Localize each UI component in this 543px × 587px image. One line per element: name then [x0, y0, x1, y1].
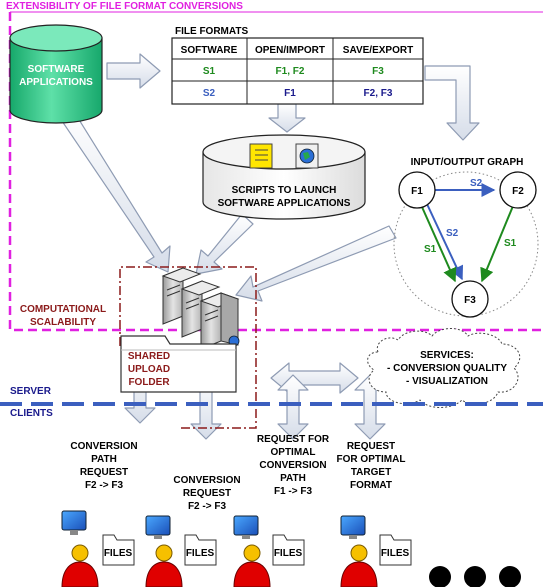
computer-user-icon — [61, 510, 99, 587]
client-4-line1: REQUEST — [347, 441, 395, 452]
client-workstation-3: FILES — [233, 515, 305, 587]
computer-user-icon — [145, 515, 183, 587]
arrow-graph-to-servers — [235, 225, 397, 302]
table-header-open: OPEN/IMPORT — [255, 45, 325, 56]
edge-label-f1-f2: S2 — [470, 178, 483, 189]
computational-line1: COMPUTATIONAL — [20, 304, 106, 315]
client-1-line4: F2 -> F3 — [85, 480, 124, 491]
software-applications-database: SOFTWARE APPLICATIONS — [9, 24, 103, 124]
clients-label: CLIENTS — [10, 408, 53, 419]
table-header-software: SOFTWARE — [181, 45, 238, 56]
edge-label-f1-f3-s2: S2 — [446, 228, 459, 239]
edge-label-f1-f3-s1: S1 — [424, 244, 437, 255]
client-1-line1: CONVERSION — [70, 441, 137, 452]
client-2-line1: CONVERSION — [173, 475, 240, 486]
more-clients-ellipsis — [429, 566, 521, 587]
client-workstation-4: FILES — [340, 515, 412, 587]
computer-user-icon — [340, 515, 378, 587]
node-f1 — [398, 171, 436, 209]
io-graph: INPUT/OUTPUT GRAPH S2 S2 S1 S1 F1 F2 F3 — [393, 157, 539, 318]
client-2-line3: F2 -> F3 — [188, 501, 227, 512]
files-label-3: FILES — [274, 548, 303, 559]
files-label-2: FILES — [186, 548, 215, 559]
services-line2: - CONVERSION QUALITY — [387, 363, 507, 374]
arrow-table-to-scripts — [268, 103, 306, 133]
script-scroll-icon — [249, 143, 273, 169]
globe-script-icon — [295, 143, 319, 169]
client-1-line3: REQUEST — [80, 467, 128, 478]
computer-user-icon — [233, 515, 271, 587]
computational-scalability-region: COMPUTATIONAL SCALABILITY — [20, 266, 257, 429]
files-folder-icon: FILES — [184, 534, 217, 566]
folder-line3: FOLDER — [128, 377, 170, 388]
node-f2 — [499, 171, 537, 209]
files-label-4: FILES — [381, 548, 410, 559]
services-cloud: SERVICES: - CONVERSION QUALITY - VISUALI… — [367, 328, 521, 408]
scripts-database: SCRIPTS TO LAUNCH SOFTWARE APPLICATIONS — [202, 134, 366, 220]
io-graph-title: INPUT/OUTPUT GRAPH — [411, 157, 524, 168]
software-db-line1: SOFTWARE — [28, 64, 85, 75]
server-cluster-icon — [161, 267, 240, 350]
scripts-db-line2: SOFTWARE APPLICATIONS — [218, 198, 351, 209]
client-3-line2: OPTIMAL — [271, 447, 316, 458]
node-f3-label: F3 — [464, 295, 476, 306]
client-workstation-1: FILES — [61, 510, 135, 587]
client-2-line2: REQUEST — [183, 488, 231, 499]
folder-line2: UPLOAD — [128, 364, 170, 375]
client-3-line1: REQUEST FOR — [257, 434, 330, 445]
computational-line2: SCALABILITY — [30, 317, 96, 328]
table-cell-s2-software: S2 — [203, 88, 216, 99]
client-request-2: CONVERSION REQUEST F2 -> F3 — [173, 475, 240, 512]
client-3-line3: CONVERSION — [259, 460, 326, 471]
server-label: SERVER — [10, 386, 52, 397]
table-cell-s1-open: F1, F2 — [276, 66, 305, 77]
arrow-client-3 — [277, 374, 309, 440]
server-client-divider: SERVER CLIENTS — [0, 386, 543, 419]
client-3-line4: PATH — [280, 473, 306, 484]
files-label-1: FILES — [104, 548, 133, 559]
client-request-3: REQUEST FOR OPTIMAL CONVERSION PATH F1 -… — [257, 434, 330, 497]
scripts-db-line1: SCRIPTS TO LAUNCH — [232, 185, 337, 196]
node-f1-label: F1 — [411, 186, 423, 197]
files-folder-icon: FILES — [379, 534, 412, 566]
arrow-software-to-servers — [61, 109, 171, 273]
services-line3: - VISUALIZATION — [406, 376, 488, 387]
extensibility-region: EXTENSIBILITY OF FILE FORMAT CONVERSIONS — [6, 1, 543, 332]
client-4-line4: FORMAT — [350, 480, 392, 491]
table-header-save: SAVE/EXPORT — [343, 45, 413, 56]
client-request-4: REQUEST FOR OPTIMAL TARGET FORMAT — [337, 441, 406, 491]
table-cell-s2-save: F2, F3 — [364, 88, 393, 99]
table-cell-s2-open: F1 — [284, 88, 296, 99]
arrow-software-to-table — [106, 53, 161, 89]
arrow-table-to-graph — [424, 65, 480, 141]
services-line1: SERVICES: — [420, 350, 474, 361]
node-f2-label: F2 — [512, 186, 524, 197]
files-folder-icon: FILES — [272, 534, 305, 566]
client-workstation-2: FILES — [145, 515, 217, 587]
edge-label-f2-f3: S1 — [504, 238, 517, 249]
folder-line1: SHARED — [128, 351, 170, 362]
client-4-line2: FOR OPTIMAL — [337, 454, 406, 465]
files-folder-icon: FILES — [102, 534, 135, 566]
table-cell-s1-save: F3 — [372, 66, 384, 77]
file-formats-table: FILE FORMATS SOFTWARE OPEN/IMPORT SAVE/E… — [171, 26, 424, 105]
arrow-scripts-to-servers — [195, 213, 254, 275]
client-request-1: CONVERSION PATH REQUEST F2 -> F3 — [70, 441, 137, 491]
extensibility-label: EXTENSIBILITY OF FILE FORMAT CONVERSIONS — [6, 1, 243, 12]
node-f3 — [451, 280, 489, 318]
client-4-line3: TARGET — [351, 467, 391, 478]
table-cell-s1-software: S1 — [203, 66, 216, 77]
shared-upload-folder: SHARED UPLOAD FOLDER — [120, 335, 237, 393]
client-1-line2: PATH — [91, 454, 117, 465]
client-3-line5: F1 -> F3 — [274, 486, 313, 497]
software-db-line2: APPLICATIONS — [19, 77, 93, 88]
file-formats-title: FILE FORMATS — [175, 26, 248, 37]
